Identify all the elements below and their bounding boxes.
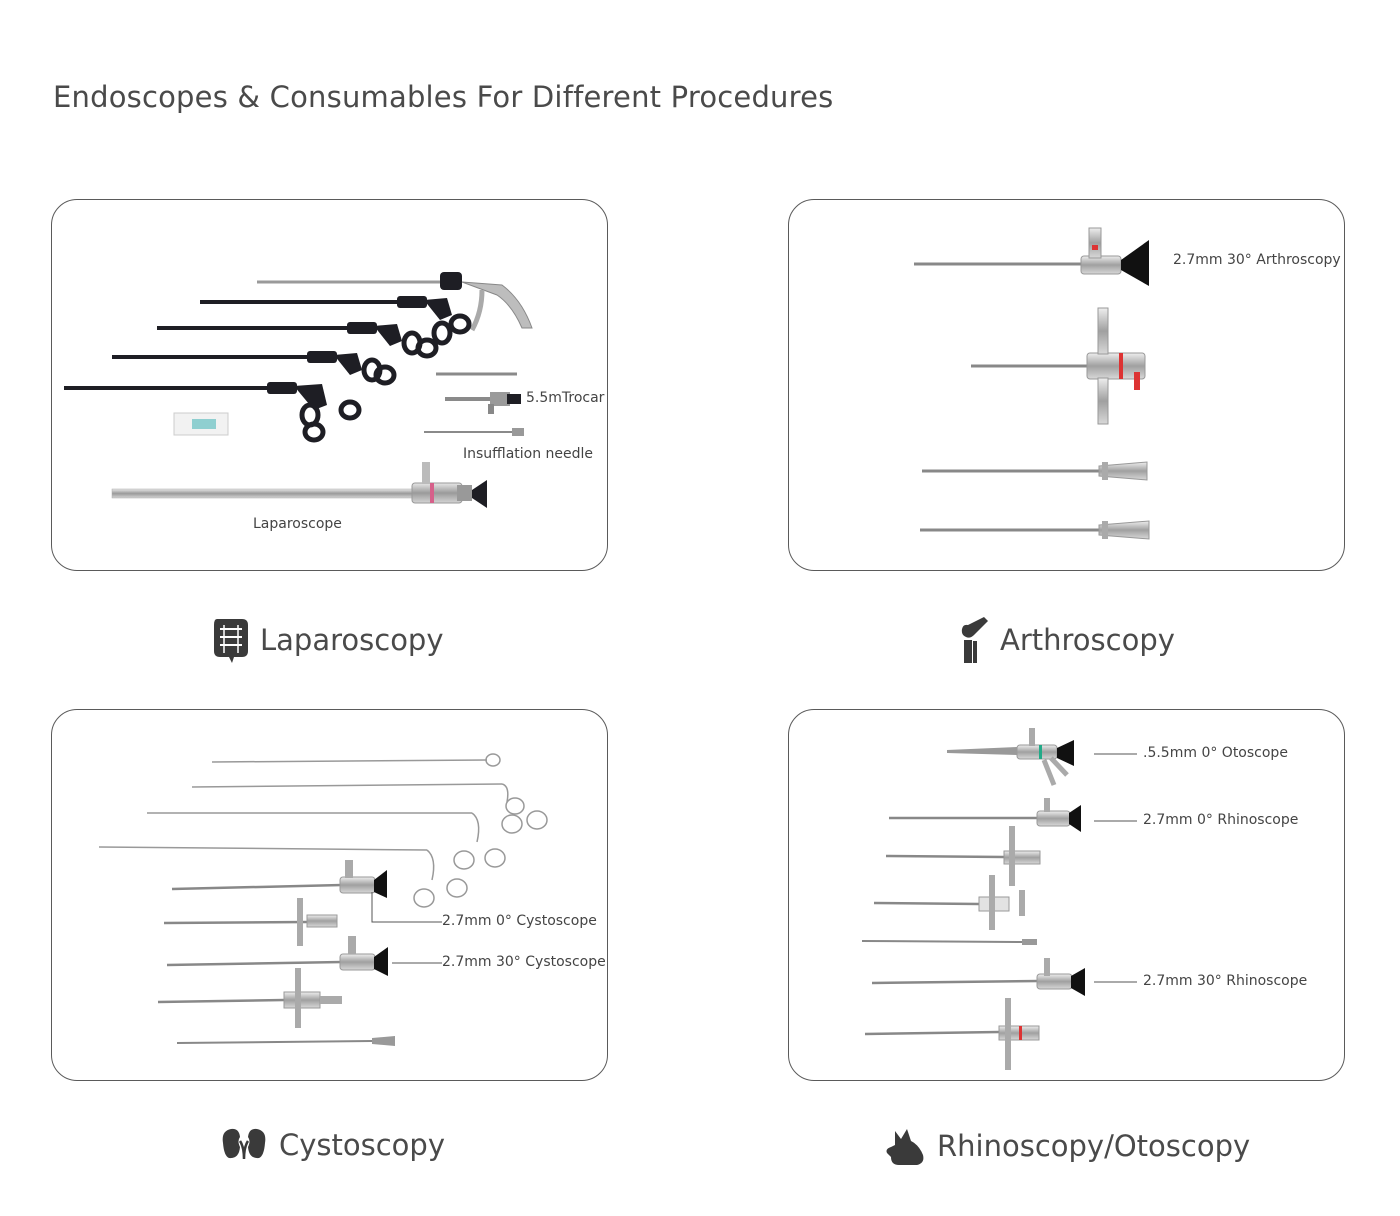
category-cystoscopy[interactable]: Cystoscopy	[219, 1125, 445, 1165]
rhinoscope-30-label: 2.7mm 30° Rhinoscope	[1143, 973, 1308, 989]
arthroscope-label: 2.7mm 30° Arthroscopy	[1173, 252, 1341, 268]
insufflation-needle-label: Insufflation needle	[463, 446, 594, 462]
category-arthroscopy[interactable]: Arthroscopy	[958, 615, 1175, 665]
arthroscopy-card[interactable]: 2.7mm 30° Arthroscopy	[788, 199, 1345, 571]
category-rhinoscopy[interactable]: Rhinoscopy/Otoscopy	[885, 1125, 1250, 1167]
laparoscope-label: Laparoscope	[253, 516, 342, 532]
knee-joint-icon	[961, 617, 988, 663]
dog-head-icon	[886, 1129, 924, 1165]
cystoscopy-card[interactable]: 2.7mm 0° Cystoscope 2.7mm 30° Cystoscope	[51, 709, 608, 1081]
laparoscopy-instruments-image	[64, 272, 533, 508]
page-title: Endoscopes & Consumables For Different P…	[53, 80, 834, 114]
category-rhinoscopy-label: Rhinoscopy/Otoscopy	[937, 1129, 1251, 1163]
category-laparoscopy-label: Laparoscopy	[260, 623, 444, 657]
category-laparoscopy[interactable]: Laparoscopy	[212, 615, 444, 665]
otoscope-label: .5.5mm 0° Otoscope	[1143, 745, 1288, 761]
laparoscopy-card[interactable]: 5.5mTrocar Insufflation needle Laparosco…	[51, 199, 608, 571]
arthroscopy-instruments-image	[914, 227, 1150, 540]
trocar-label: 5.5mTrocar	[526, 390, 605, 406]
category-arthroscopy-label: Arthroscopy	[1000, 623, 1175, 657]
category-cystoscopy-label: Cystoscopy	[279, 1128, 445, 1162]
cystoscopy-instruments-image	[98, 753, 548, 1046]
rhinoscopy-card[interactable]: .5.5mm 0° Otoscope 2.7mm 0° Rhinoscope 2…	[788, 709, 1345, 1081]
rhinoscopy-instruments-image	[861, 728, 1137, 1070]
rhinoscope-0-label: 2.7mm 0° Rhinoscope	[1143, 812, 1299, 828]
cystoscope-0-label: 2.7mm 0° Cystoscope	[442, 913, 597, 929]
cystoscope-30-label: 2.7mm 30° Cystoscope	[442, 954, 606, 970]
kidney-icon	[222, 1128, 266, 1160]
intestine-icon	[214, 619, 248, 663]
